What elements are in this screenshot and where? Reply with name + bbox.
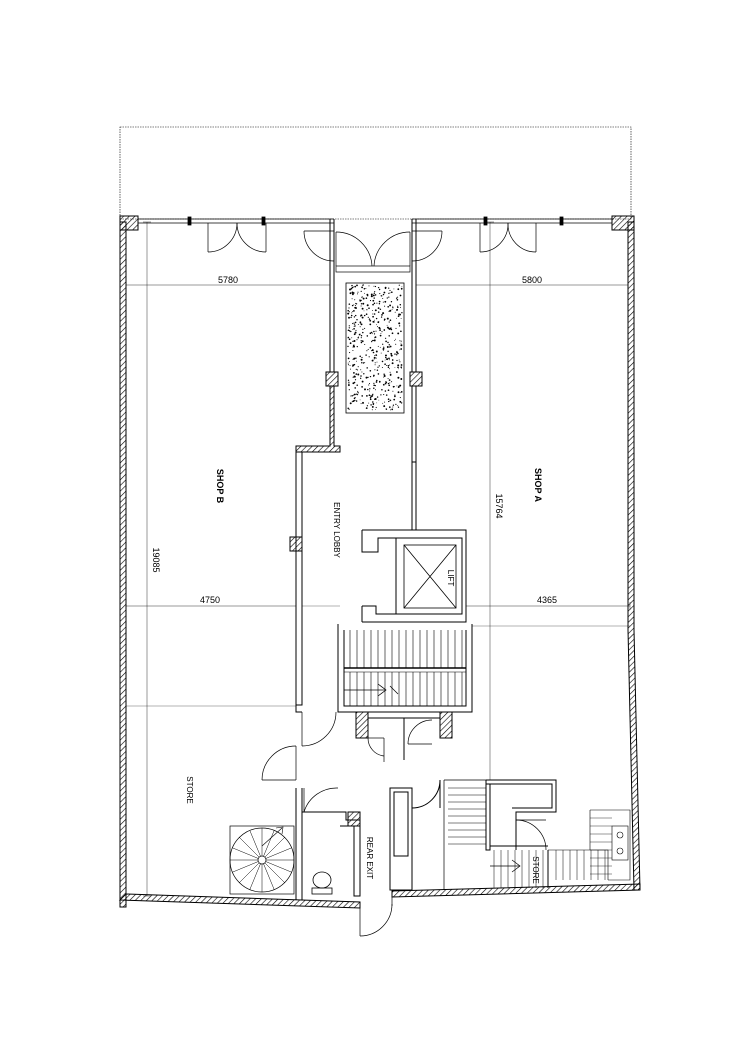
- canopy-outline: [119, 126, 632, 220]
- rear-stair-treads: [448, 787, 606, 888]
- lift-core: [361, 529, 467, 623]
- spiral-stair-arrow: [261, 826, 284, 847]
- lift-car: [403, 544, 457, 609]
- cupboard-door-right[interactable]: [407, 719, 433, 745]
- rear-exit-door[interactable]: [359, 896, 393, 937]
- kitchen-bench-segments: [590, 817, 612, 875]
- label-store-left: STORE: [185, 776, 194, 803]
- wc-room: [295, 788, 361, 900]
- label-shop-b: SHOP B: [215, 469, 225, 504]
- wc-door[interactable]: [303, 787, 339, 813]
- store-room-door[interactable]: [515, 819, 547, 851]
- shopfront-glazing: [138, 216, 612, 226]
- entry-front-door[interactable]: [335, 231, 411, 273]
- store-room-walls: [485, 779, 557, 888]
- store-door[interactable]: [261, 711, 337, 781]
- shop-b-lobby-wall: [295, 452, 303, 713]
- shop-b-front-door[interactable]: [207, 222, 267, 253]
- dim-shop-a-depth: 15764: [494, 493, 504, 518]
- label-store-right: STORE: [531, 856, 540, 883]
- label-rear-exit: REAR EXIT: [365, 837, 374, 879]
- service-cupboards: [355, 711, 453, 760]
- dim-shop-b-top: 5780: [218, 275, 238, 285]
- planter-gravel-texture: [347, 284, 403, 411]
- shop-a-rear-stair: [443, 779, 486, 890]
- dimension-lines: [125, 221, 631, 897]
- label-entry-lobby: ENTRY LOBBY: [332, 502, 341, 558]
- dim-shop-a-mid: 4365: [537, 595, 557, 605]
- riser-duct: [389, 779, 441, 891]
- side-door-right[interactable]: [411, 230, 443, 262]
- stair-treads: [349, 630, 463, 706]
- spiral-stair-treads: [230, 828, 294, 892]
- kitchenette-bench: [548, 809, 631, 881]
- side-door-left[interactable]: [303, 230, 335, 262]
- dim-shop-a-top: 5800: [522, 275, 542, 285]
- shop-a-front-door[interactable]: [479, 222, 537, 253]
- rear-stair-arrow: [490, 859, 521, 873]
- stair-direction-arrow: [344, 683, 399, 697]
- label-shop-a: SHOP A: [533, 468, 543, 503]
- toilet-cistern: [311, 887, 333, 895]
- kitchen-sink: [611, 825, 629, 861]
- dim-shop-b-depth: 19085: [151, 547, 161, 572]
- planter: [345, 282, 405, 414]
- toilet-pan: [312, 871, 332, 889]
- cupboard-door-left[interactable]: [367, 737, 385, 762]
- label-lift: LIFT: [446, 570, 455, 587]
- stair-landing: [344, 667, 466, 673]
- dim-shop-b-mid: 4750: [200, 595, 220, 605]
